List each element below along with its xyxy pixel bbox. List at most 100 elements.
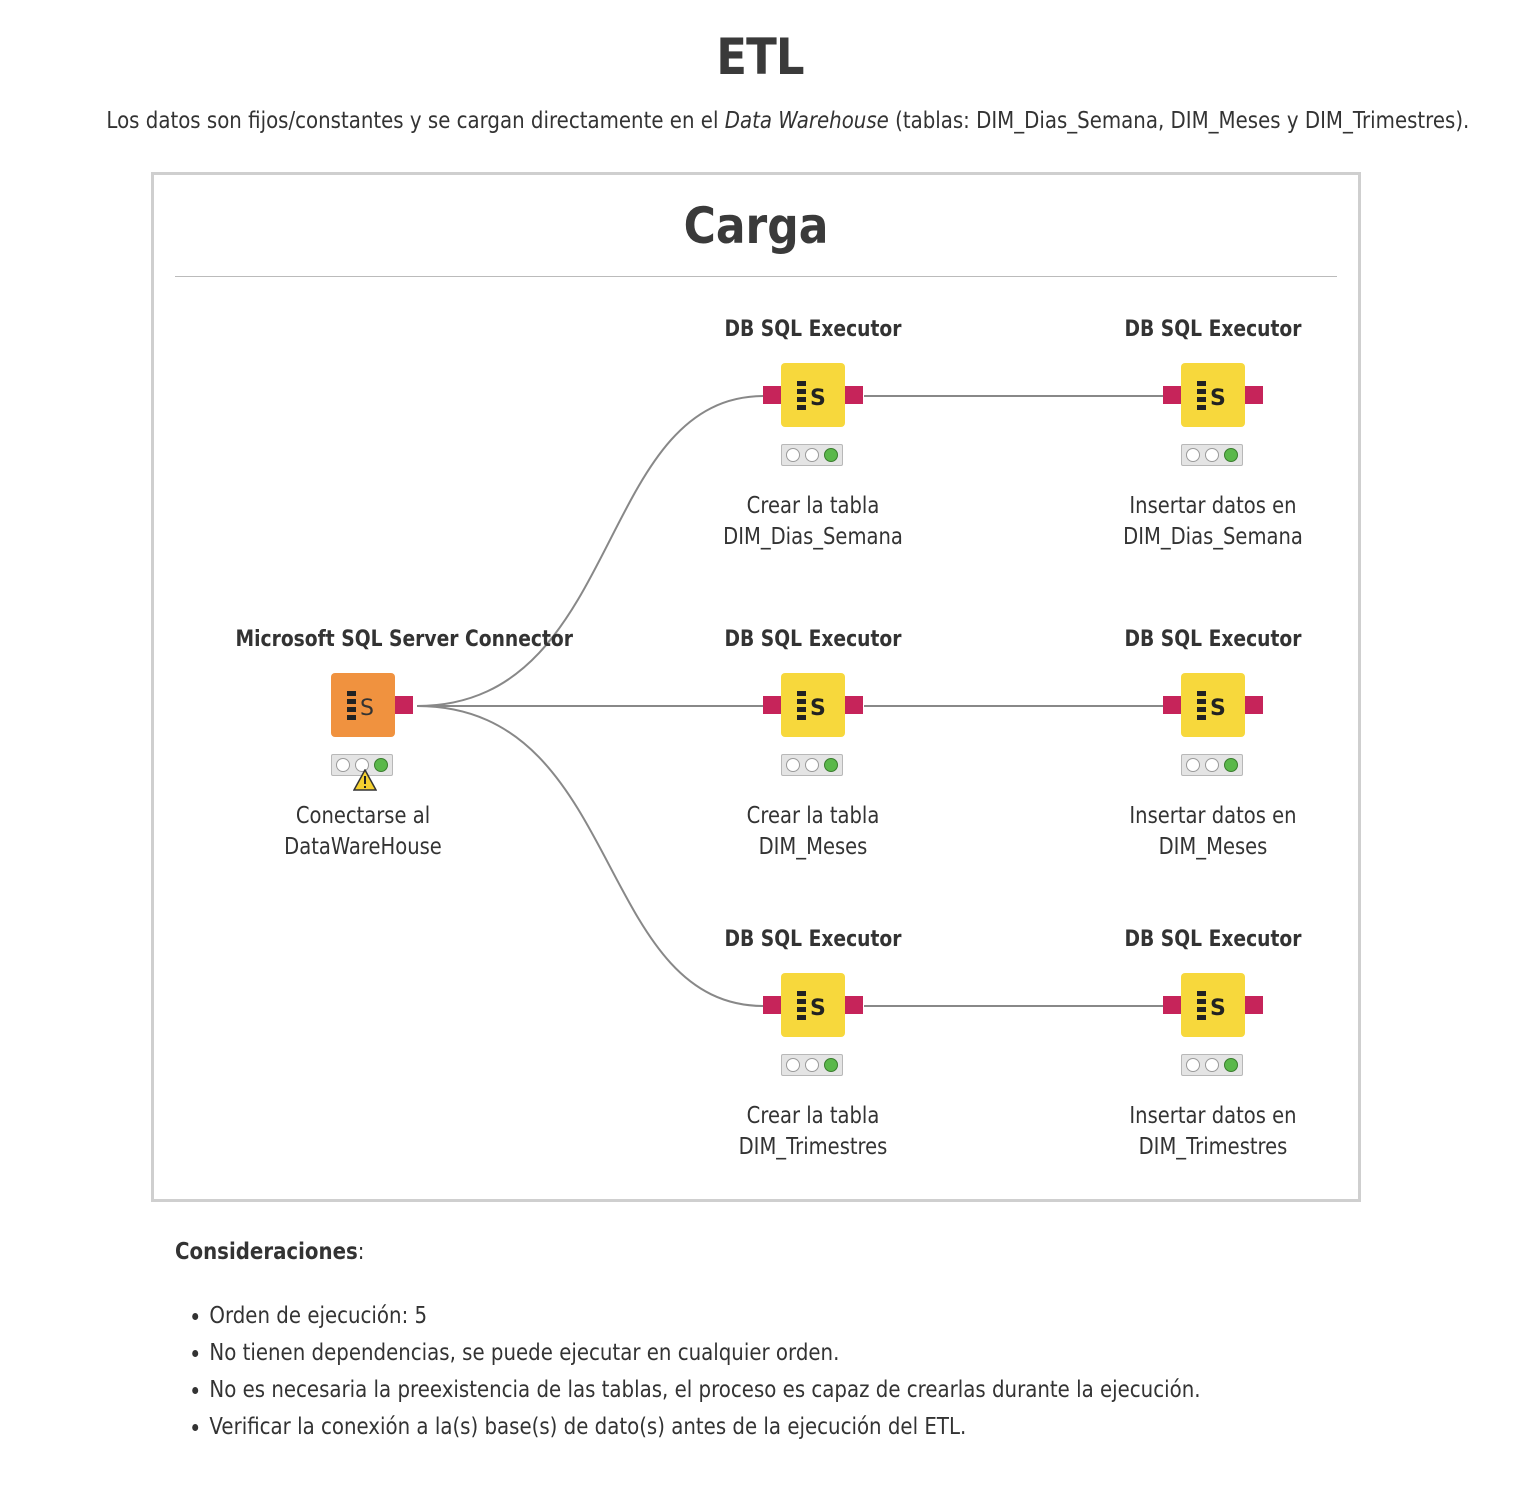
status-lights [1181, 444, 1243, 466]
status-lights [781, 1054, 843, 1076]
status-green-on [1223, 758, 1238, 772]
output-port[interactable] [845, 386, 863, 404]
status-lights [1181, 1054, 1243, 1076]
status-red-off [1186, 448, 1201, 462]
svg-text:S: S [810, 696, 826, 721]
considerations-colon: : [357, 1239, 365, 1265]
node-type: DB SQL Executor [724, 627, 902, 652]
node-desc-line1: Insertar datos en [1129, 493, 1297, 519]
status-green-on [823, 1058, 838, 1072]
page-title: ETL [716, 28, 804, 86]
intro-after: (tablas: DIM_Dias_Semana, DIM_Meses y DI… [888, 108, 1470, 134]
node-desc-line2: DIM_Meses [1158, 834, 1268, 860]
status-yellow-off [1204, 448, 1219, 462]
workflow-title: Carga [683, 197, 829, 255]
output-port[interactable] [1245, 386, 1263, 404]
status-green-on [1223, 1058, 1238, 1072]
warning-icon [353, 769, 377, 791]
intro-before: Los datos son fijos/constantes y se carg… [106, 108, 725, 134]
node-description: Insertar datos en DIM_Meses [1086, 801, 1341, 863]
status-red-off [786, 758, 801, 772]
status-lights [781, 444, 843, 466]
input-port[interactable] [1163, 696, 1181, 714]
node-desc-line2: DIM_Trimestres [1138, 1134, 1288, 1160]
node-desc-line1: Insertar datos en [1129, 803, 1297, 829]
node-description: Insertar datos en DIM_Dias_Semana [1086, 491, 1341, 553]
intro-text: Los datos son fijos/constantes y se carg… [106, 108, 1469, 134]
node-desc-line2: DIM_Trimestres [738, 1134, 888, 1160]
status-red-off [1186, 758, 1201, 772]
output-port[interactable] [845, 696, 863, 714]
status-red-off [786, 1058, 801, 1072]
input-port[interactable] [1163, 386, 1181, 404]
workflow-panel: Carga Microsoft SQL Server Connector S C… [151, 172, 1361, 1202]
node-desc-line2: DataWareHouse [284, 834, 442, 860]
list-item: No es necesaria la preexistencia de las … [209, 1372, 1200, 1409]
db-sql-executor-icon[interactable]: S [1181, 673, 1245, 737]
db-sql-executor-icon[interactable]: S [1181, 973, 1245, 1037]
input-port[interactable] [763, 696, 781, 714]
db-sql-executor-icon[interactable]: S [781, 363, 845, 427]
status-lights [331, 754, 393, 776]
node-type: DB SQL Executor [724, 927, 902, 952]
status-green-on [823, 758, 838, 772]
node-desc-line1: Crear la tabla [746, 1103, 880, 1129]
considerations-heading: Consideraciones: [175, 1239, 364, 1265]
svg-text:S: S [1210, 996, 1226, 1021]
status-green-on [823, 448, 838, 462]
node-desc-line2: DIM_Dias_Semana [1123, 524, 1303, 550]
node-desc-line1: Crear la tabla [746, 493, 880, 519]
node-description: Insertar datos en DIM_Trimestres [1086, 1101, 1341, 1163]
status-green-on [373, 758, 388, 772]
svg-text:S: S [810, 996, 826, 1021]
status-yellow-off [804, 448, 819, 462]
status-yellow-off [804, 758, 819, 772]
input-port[interactable] [1163, 996, 1181, 1014]
svg-text:S: S [1210, 386, 1226, 411]
connection-connector-create-dias [416, 395, 765, 707]
db-sql-executor-icon[interactable]: S [1181, 363, 1245, 427]
node-desc-line2: DIM_Dias_Semana [723, 524, 903, 550]
node-type: DB SQL Executor [724, 317, 902, 342]
node-desc-line2: DIM_Meses [758, 834, 868, 860]
status-green-on [1223, 448, 1238, 462]
list-item: Orden de ejecución: 5 [209, 1298, 1200, 1335]
title-divider [175, 276, 1337, 277]
db-sql-executor-icon[interactable]: S [781, 673, 845, 737]
node-type: DB SQL Executor [1124, 627, 1302, 652]
status-yellow-off [1204, 758, 1219, 772]
input-port[interactable] [763, 386, 781, 404]
output-port[interactable] [845, 996, 863, 1014]
node-desc-line1: Conectarse al [295, 803, 431, 829]
list-item: No tienen dependencias, se puede ejecuta… [209, 1335, 1200, 1372]
output-port[interactable] [395, 696, 413, 714]
node-desc-line1: Insertar datos en [1129, 1103, 1297, 1129]
intro-emphasis: Data Warehouse [724, 108, 889, 134]
status-lights [1181, 754, 1243, 776]
status-yellow-off [804, 1058, 819, 1072]
connection-connector-create-trim [416, 705, 765, 1007]
input-port[interactable] [763, 996, 781, 1014]
status-lights [781, 754, 843, 776]
considerations-label: Consideraciones [175, 1239, 358, 1265]
node-description: Conectarse al DataWareHouse [236, 801, 491, 863]
status-yellow-off [1204, 1058, 1219, 1072]
connections-layer [416, 395, 1164, 1007]
svg-text:S: S [1210, 696, 1226, 721]
output-port[interactable] [1245, 996, 1263, 1014]
output-port[interactable] [1245, 696, 1263, 714]
svg-text:S: S [360, 696, 374, 721]
considerations-list: Orden de ejecución: 5 No tienen dependen… [175, 1298, 1201, 1446]
svg-text:S: S [810, 386, 826, 411]
list-item: Verificar la conexión a la(s) base(s) de… [209, 1409, 1200, 1446]
node-type: Microsoft SQL Server Connector [235, 627, 573, 652]
node-desc-line1: Crear la tabla [746, 803, 880, 829]
node-type: DB SQL Executor [1124, 317, 1302, 342]
node-type: DB SQL Executor [1124, 927, 1302, 952]
db-sql-executor-icon[interactable]: S [781, 973, 845, 1037]
status-red-off [786, 448, 801, 462]
db-connector-icon[interactable]: S [331, 673, 395, 737]
